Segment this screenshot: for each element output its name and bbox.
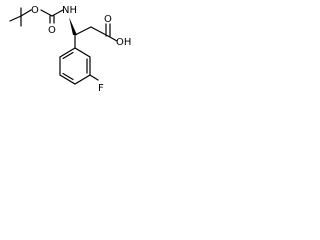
- atom-label-oh: OH: [116, 37, 131, 48]
- chemical-structure-diagram: O O NH O OH F: [9, 5, 131, 94]
- ring-double-bond-1: [62, 51, 74, 60]
- ring-double-bond-2: [62, 72, 74, 81]
- bond-stereocenter-to-ch2: [74, 26, 92, 36]
- bond-tbu-to-ether-oxygen: [20, 9, 32, 17]
- bond-carboxyl-to-oh: [107, 35, 118, 42]
- atom-label-fluorine: F: [98, 83, 104, 94]
- bond-ch2-to-carboxyl: [90, 26, 109, 37]
- wedge-bond-nh-to-stereocenter: [69, 17, 77, 35]
- bond-ether-oxygen-to-carbonyl: [40, 9, 53, 17]
- bond-tbu-methyl-left: [9, 15, 22, 22]
- atom-label-ether-oxygen: O: [31, 5, 39, 16]
- atom-label-carbonyl-oxygen: O: [48, 25, 56, 36]
- atom-label-nh: NH: [62, 5, 77, 16]
- atom-label-acid-oxygen: O: [104, 14, 112, 25]
- benzene-ring: [59, 47, 91, 85]
- bond-ring-to-fluorine: [89, 74, 99, 81]
- bond-carbonyl-to-nh: [51, 9, 64, 17]
